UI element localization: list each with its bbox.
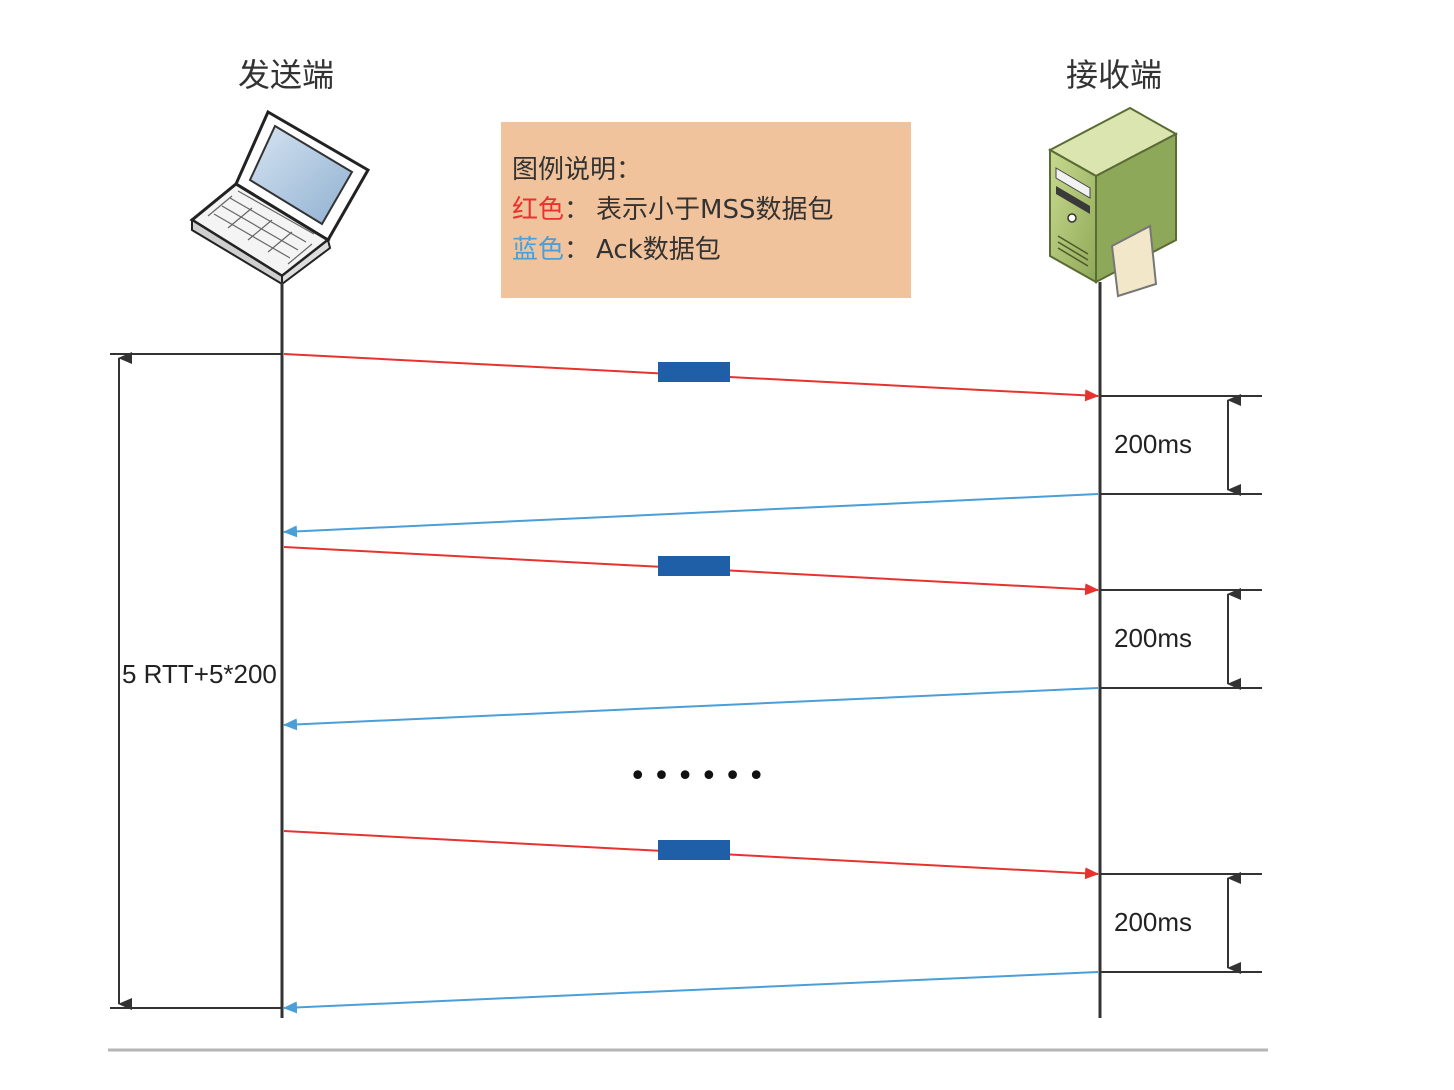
server-icon <box>1047 106 1179 298</box>
laptop-icon <box>189 109 371 286</box>
legend-red-desc: 表示小于MSS数据包 <box>596 195 833 225</box>
ack-packet-arrow <box>283 687 1099 731</box>
legend-blue-sep: ： <box>564 235 590 265</box>
legend-blue-row: 蓝色：Ack数据包 <box>512 235 721 265</box>
total-label-bg <box>120 652 280 692</box>
legend-red-label: 红色 <box>512 195 564 225</box>
receiver-title: 接收端 <box>1066 56 1162 94</box>
legend-red-sep: ： <box>564 195 590 225</box>
ack-packet-arrow <box>283 493 1099 538</box>
legend-background <box>501 122 911 298</box>
legend-red-row: 红色：表示小于MSS数据包 <box>512 195 833 225</box>
ack-packet-arrow <box>283 971 1099 1014</box>
legend-box: 图例说明： 红色：表示小于MSS数据包 蓝色：Ack数据包 <box>501 122 911 298</box>
round-1: 200ms <box>283 353 1262 538</box>
total-label: 5 RTT+5*200 <box>122 659 277 689</box>
round-2: 200ms <box>283 546 1262 731</box>
packet-block <box>658 840 730 860</box>
legend-blue-label: 蓝色 <box>512 235 564 265</box>
legend-heading: 图例说明： <box>512 155 642 185</box>
delay-label: 200ms <box>1114 429 1192 459</box>
total-time-bracket: 5 RTT+5*200 <box>110 352 282 1010</box>
delay-label: 200ms <box>1114 907 1192 937</box>
round-3: 200ms <box>283 830 1262 1014</box>
packet-block <box>658 362 730 382</box>
delay-label: 200ms <box>1114 623 1192 653</box>
packet-block <box>658 556 730 576</box>
ellipsis: •••••• <box>629 759 771 794</box>
legend-blue-desc: Ack数据包 <box>596 235 721 265</box>
sender-title: 发送端 <box>238 56 334 94</box>
